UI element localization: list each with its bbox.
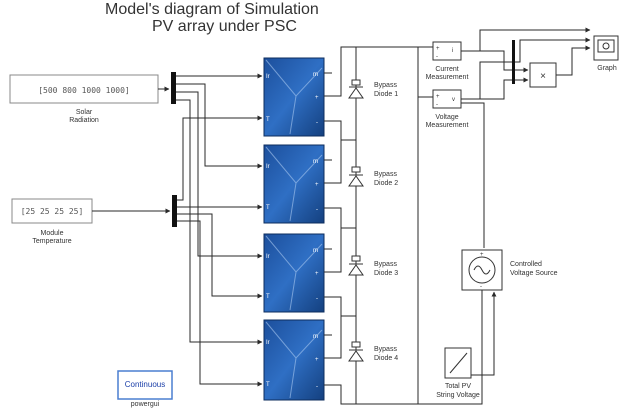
current-measurement-port: i (452, 48, 453, 54)
controlled-source-label-2: Voltage Source (510, 270, 558, 277)
pv-module-2[interactable]: Ir T m + - (263, 144, 325, 224)
svg-text:-: - (480, 284, 482, 290)
pv1-minus-port: - (316, 120, 318, 126)
pv2-m-port: m (313, 159, 318, 165)
module-temperature-label-1: Module (41, 230, 64, 237)
module-temperature-label-2: Temperature (32, 238, 71, 245)
radiation-demux[interactable] (171, 72, 176, 104)
controlled-source-label-1: Controlled (510, 261, 542, 268)
pv1-m-port: m (313, 72, 318, 78)
bypass-diode-2-label-2: Diode 2 (374, 180, 398, 187)
pv2-ir-port: Ir (266, 164, 270, 170)
pv1-t-port: T (266, 117, 270, 123)
measurement-mux[interactable] (512, 40, 515, 84)
pv3-plus-port: + (315, 271, 319, 277)
pv3-t-port: T (266, 294, 270, 300)
ramp-label-1: Total PV (445, 383, 471, 390)
solar-radiation-constant[interactable]: [500 800 1000 1000] (9, 74, 159, 104)
pv1-ir-port: Ir (266, 74, 270, 80)
pv2-t-port: T (266, 205, 270, 211)
product-block[interactable]: × (529, 62, 557, 88)
svg-text:+: + (436, 46, 440, 52)
svg-text:+: + (436, 94, 440, 100)
diagram-title-partial: Model's diagram of Simulation (105, 1, 319, 18)
powergui-label: powergui (131, 401, 160, 408)
pv4-minus-port: - (316, 384, 318, 390)
bypass-diode-3[interactable] (348, 255, 364, 276)
svg-text:-: - (436, 54, 438, 60)
pv-module-3[interactable]: Ir T m + - (263, 233, 325, 313)
voltage-measurement-block[interactable]: + - v (432, 89, 462, 109)
module-temperature-constant[interactable]: [25 25 25 25] (11, 198, 93, 224)
bypass-diode-4-label-2: Diode 4 (374, 355, 398, 362)
pv4-plus-port: + (315, 357, 319, 363)
current-measurement-block[interactable]: + - i (432, 41, 462, 61)
bypass-diode-3-label-1: Bypass (374, 261, 397, 268)
bypass-diode-1-label-1: Bypass (374, 82, 397, 89)
pv1-plus-port: + (315, 95, 319, 101)
diagram-title: PV array under PSC (152, 18, 297, 35)
pv4-t-port: T (266, 382, 270, 388)
bypass-diode-1-label-2: Diode 1 (374, 91, 398, 98)
temperature-demux[interactable] (172, 195, 177, 227)
bypass-diode-3-label-2: Diode 3 (374, 270, 398, 277)
solar-radiation-value: [500 800 1000 1000] (38, 86, 130, 95)
powergui-block[interactable]: Continuous (117, 370, 173, 400)
voltage-measurement-label-1: Voltage (435, 114, 458, 121)
pv3-ir-port: Ir (266, 254, 270, 260)
bypass-diode-4[interactable] (348, 341, 364, 362)
pv3-minus-port: - (316, 296, 318, 302)
pv2-minus-port: - (316, 207, 318, 213)
graph-label: Graph (597, 65, 617, 72)
graph-scope[interactable] (593, 35, 619, 61)
voltage-measurement-label-2: Measurement (426, 122, 469, 129)
solar-radiation-label-1: Solar (76, 109, 93, 116)
pv-module-4[interactable]: Ir T m + - (263, 319, 325, 401)
ramp-label-2: String Voltage (436, 392, 480, 399)
powergui-mode: Continuous (125, 380, 165, 389)
svg-text:-: - (436, 102, 438, 108)
voltage-measurement-port: v (452, 97, 455, 103)
pv4-m-port: m (313, 334, 318, 340)
product-symbol: × (540, 71, 546, 82)
bypass-diode-2-label-1: Bypass (374, 171, 397, 178)
bypass-diode-2[interactable] (348, 166, 364, 187)
pv3-m-port: m (313, 248, 318, 254)
pv4-ir-port: Ir (266, 340, 270, 346)
bypass-diode-4-label-1: Bypass (374, 346, 397, 353)
current-measurement-label-2: Measurement (426, 74, 469, 81)
svg-text:+: + (480, 252, 484, 258)
current-measurement-label-1: Current (435, 66, 458, 73)
controlled-voltage-source[interactable]: + - (461, 249, 503, 291)
solar-radiation-label-2: Radiation (69, 117, 99, 124)
pv-module-1[interactable]: Ir T m + - (263, 57, 325, 137)
module-temperature-value: [25 25 25 25] (21, 207, 84, 216)
bypass-diode-1[interactable] (348, 79, 364, 99)
pv2-plus-port: + (315, 182, 319, 188)
total-pv-string-voltage-ramp[interactable] (444, 347, 472, 379)
